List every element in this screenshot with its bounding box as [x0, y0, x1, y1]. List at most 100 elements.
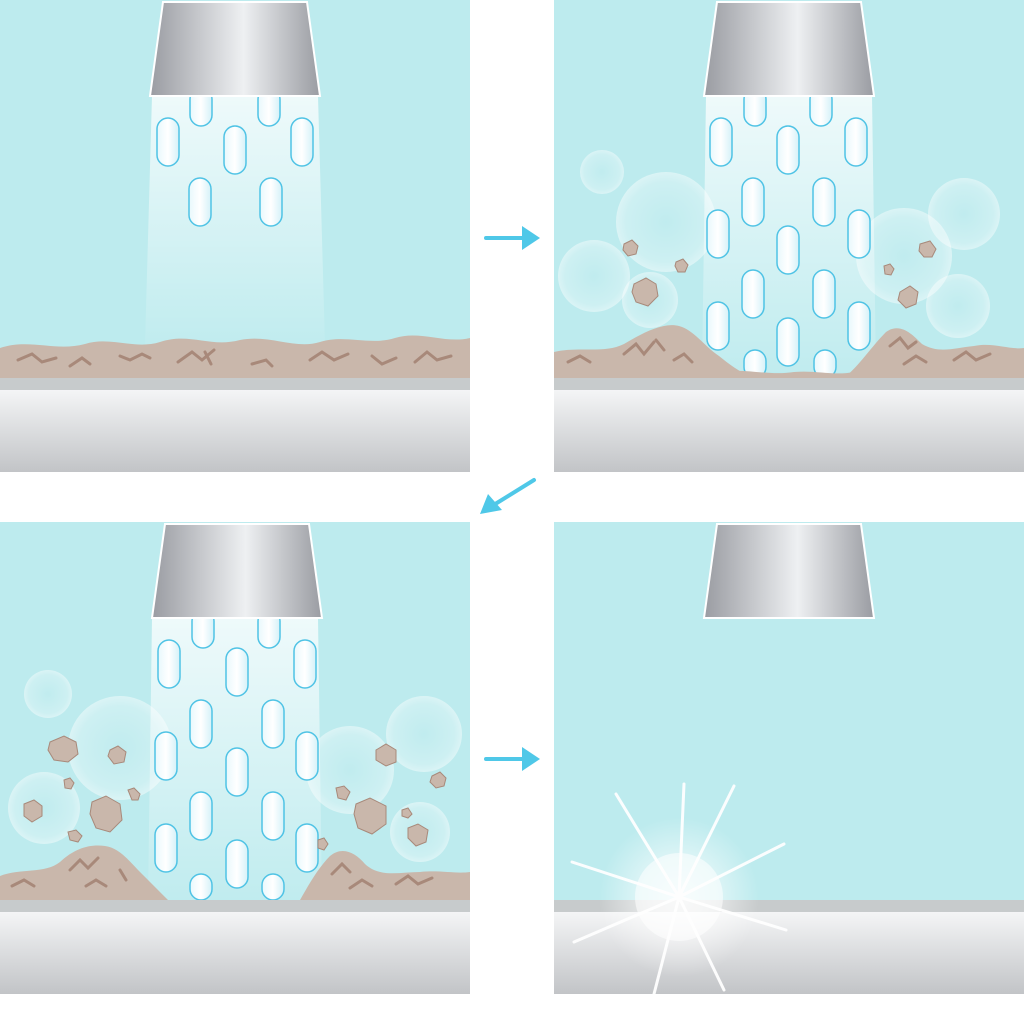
dirt-pile-right: [844, 328, 1024, 378]
bubble-icon: [928, 178, 1000, 250]
water-droplet-icon: [847, 301, 871, 351]
dirt-particle-icon: [47, 735, 79, 763]
dirt-particle-icon: [401, 807, 413, 819]
dirt-particle-icon: [622, 239, 639, 257]
dirt-particle-icon: [317, 837, 329, 851]
water-droplet-icon: [225, 839, 249, 889]
water-droplet-icon: [290, 117, 314, 167]
bubble-icon: [8, 772, 80, 844]
water-droplet-icon: [156, 117, 180, 167]
water-droplet-icon: [261, 873, 285, 901]
water-droplet-icon: [741, 177, 765, 227]
water-droplet-icon: [154, 731, 178, 781]
dirt-particle-icon: [375, 743, 397, 767]
dirt-particle-icon: [897, 285, 919, 309]
water-droplets: [154, 609, 319, 901]
dirt-layer: [0, 335, 470, 378]
dirt-particle-icon: [631, 277, 659, 307]
dirt-cracks: [16, 348, 453, 368]
dirt-pile-left: [554, 325, 754, 378]
water-droplet-icon: [776, 125, 800, 175]
dirt-particle-icon: [674, 258, 689, 273]
nozzle-icon: [148, 1, 322, 97]
arrow-icon: [484, 747, 540, 771]
surface-base: [0, 912, 470, 994]
dirt-particle-icon: [883, 263, 895, 276]
nozzle-icon: [702, 523, 876, 619]
step-3-panel: [0, 522, 470, 994]
arrow-icon: [480, 478, 536, 514]
water-droplet-icon: [189, 791, 213, 841]
dirt-pile-left: [0, 845, 168, 900]
dirt-particles: [23, 735, 447, 851]
water-droplet-icon: [293, 639, 317, 689]
water-droplet-icon: [776, 225, 800, 275]
bubble-icon: [24, 670, 72, 718]
water-droplet-icon: [259, 177, 283, 227]
water-droplet-icon: [154, 823, 178, 873]
nozzle-icon: [702, 1, 876, 97]
sparkle-icon: [570, 782, 788, 994]
dirt-particle-icon: [107, 745, 127, 765]
dirt-particle-icon: [67, 829, 83, 843]
water-droplet-icon: [223, 125, 247, 175]
dirt-particle-icon: [918, 240, 937, 258]
water-droplet-icon: [295, 823, 319, 873]
water-droplet-icon: [741, 269, 765, 319]
water-droplet-icon: [189, 699, 213, 749]
dirt-particles: [622, 239, 937, 309]
water-droplet-icon: [812, 177, 836, 227]
bubble-icon: [926, 274, 990, 338]
step-3-illustration: [0, 522, 470, 994]
bubble-icon: [306, 726, 394, 814]
dirt-particle-icon: [407, 823, 429, 847]
bubble-icon: [386, 696, 462, 772]
dirt-particle-icon: [89, 795, 123, 833]
water-droplets: [156, 87, 314, 227]
bubble-icon: [558, 240, 630, 312]
spray-beam: [145, 96, 325, 345]
surface-base: [554, 390, 1024, 472]
bubble-icon: [856, 208, 952, 304]
water-droplet-icon: [225, 747, 249, 797]
nozzle-icon: [150, 523, 324, 619]
dirt-cracks: [566, 335, 992, 366]
water-droplet-icon: [812, 269, 836, 319]
dirt-particle-icon: [335, 785, 351, 801]
water-droplet-icon: [261, 699, 285, 749]
water-droplet-icon: [261, 791, 285, 841]
water-droplet-icon: [295, 731, 319, 781]
bubble-icon: [580, 150, 624, 194]
water-droplet-icon: [844, 117, 868, 167]
water-droplet-icon: [847, 209, 871, 259]
dirt-particle-icon: [23, 799, 43, 823]
water-droplet-icon: [706, 209, 730, 259]
step-4-illustration: [554, 522, 1024, 994]
step-1-illustration: [0, 0, 470, 472]
arrow-icon: [484, 226, 540, 250]
step-4-panel: [554, 522, 1024, 994]
dirt-remnant: [724, 370, 854, 378]
bubble-icon: [616, 172, 716, 272]
water-droplet-icon: [157, 639, 181, 689]
surface-top: [0, 900, 470, 912]
water-droplets: [706, 87, 871, 379]
dirt-particle-icon: [429, 771, 447, 789]
surface-top: [554, 376, 1024, 390]
water-droplet-icon: [189, 873, 213, 901]
water-droplet-icon: [706, 301, 730, 351]
dirt-cracks: [10, 856, 434, 890]
water-droplet-icon: [188, 177, 212, 227]
dirt-particle-icon: [63, 777, 75, 790]
step-2-illustration: [554, 0, 1024, 472]
dirt-particle-icon: [353, 797, 387, 835]
water-droplet-icon: [776, 317, 800, 367]
water-droplet-icon: [709, 117, 733, 167]
step-1-panel: [0, 0, 470, 472]
step-2-panel: [554, 0, 1024, 472]
surface-base: [0, 390, 470, 472]
surface-top: [0, 376, 470, 390]
dirt-particle-icon: [127, 787, 141, 801]
water-droplet-icon: [225, 647, 249, 697]
